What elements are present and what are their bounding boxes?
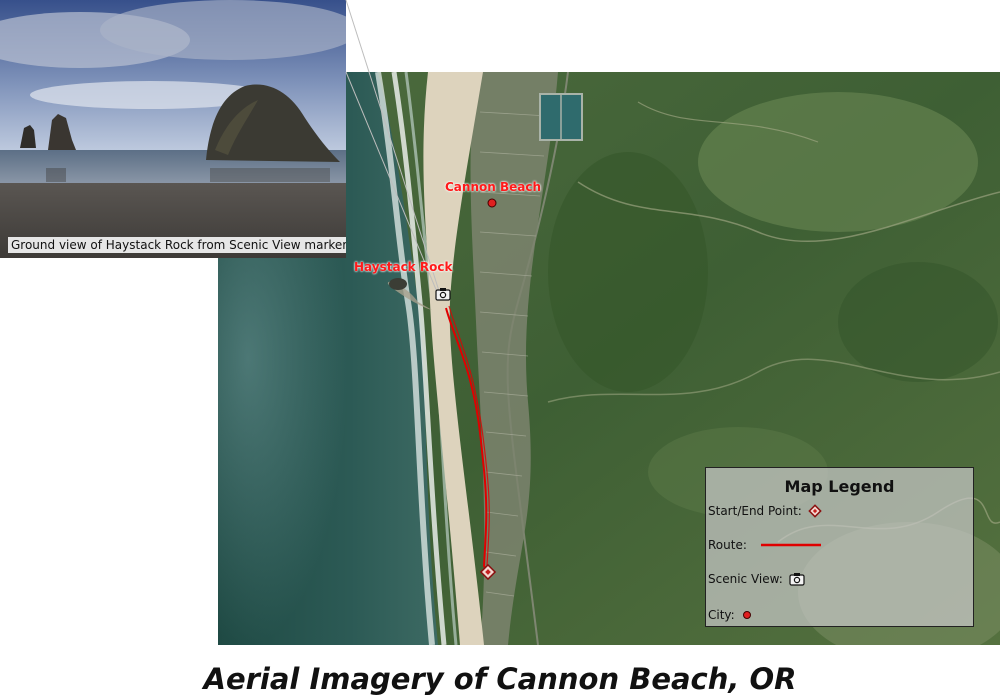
haystack-rock-photo bbox=[0, 0, 346, 258]
legend-start-end-label: Start/End Point: bbox=[708, 504, 802, 518]
legend-title: Map Legend bbox=[784, 477, 895, 496]
city-dot-icon bbox=[742, 611, 751, 619]
inset-caption: Ground view of Haystack Rock from Scenic… bbox=[8, 237, 346, 253]
legend-scenic-label: Scenic View: bbox=[708, 572, 783, 586]
legend-row-scenic: Scenic View: bbox=[708, 572, 805, 586]
camera-icon bbox=[789, 573, 805, 586]
legend-row-route: Route: bbox=[708, 538, 825, 552]
cannon-beach-label: Cannon Beach bbox=[445, 180, 541, 194]
map-legend: Map Legend Start/End Point: Route: Sceni… bbox=[705, 467, 974, 627]
route-line-icon bbox=[760, 543, 821, 547]
legend-city-label: City: bbox=[708, 608, 735, 622]
haystack-rock-label: Haystack Rock bbox=[354, 260, 453, 274]
legend-row-start-end: Start/End Point: bbox=[708, 504, 822, 518]
page-title: Aerial Imagery of Cannon Beach, OR bbox=[203, 662, 797, 696]
diamond-marker-icon bbox=[808, 504, 822, 518]
inset-photo: Ground view of Haystack Rock from Scenic… bbox=[0, 0, 346, 258]
legend-row-city: City: bbox=[708, 608, 753, 622]
legend-route-label: Route: bbox=[708, 538, 747, 552]
